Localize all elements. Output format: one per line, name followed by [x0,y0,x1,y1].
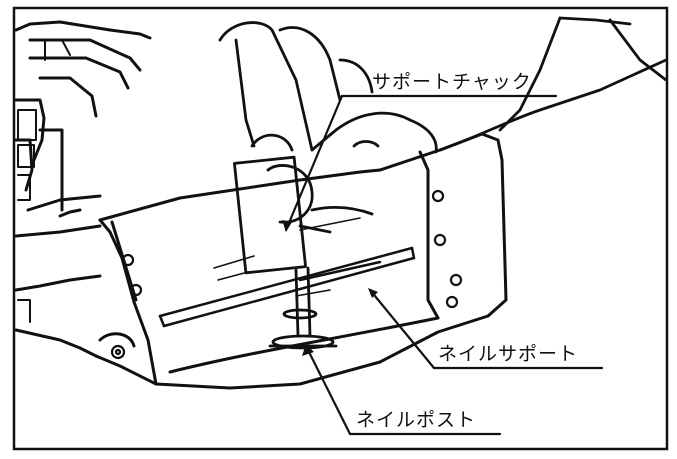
housing-detail [17,39,71,323]
label-nail-support: ネイルサポート [438,343,578,365]
figure-border [12,6,669,451]
label-nail-post: ネイルポスト [356,409,476,431]
arrowheads [282,220,378,356]
label-support-chuck: サポートチャック [372,71,532,93]
hand [218,16,668,234]
tool-housing [14,20,152,358]
support-chuck [233,155,338,350]
leader-lines [284,94,604,436]
plate-holes [110,189,463,360]
nail-support-bar [158,246,416,328]
